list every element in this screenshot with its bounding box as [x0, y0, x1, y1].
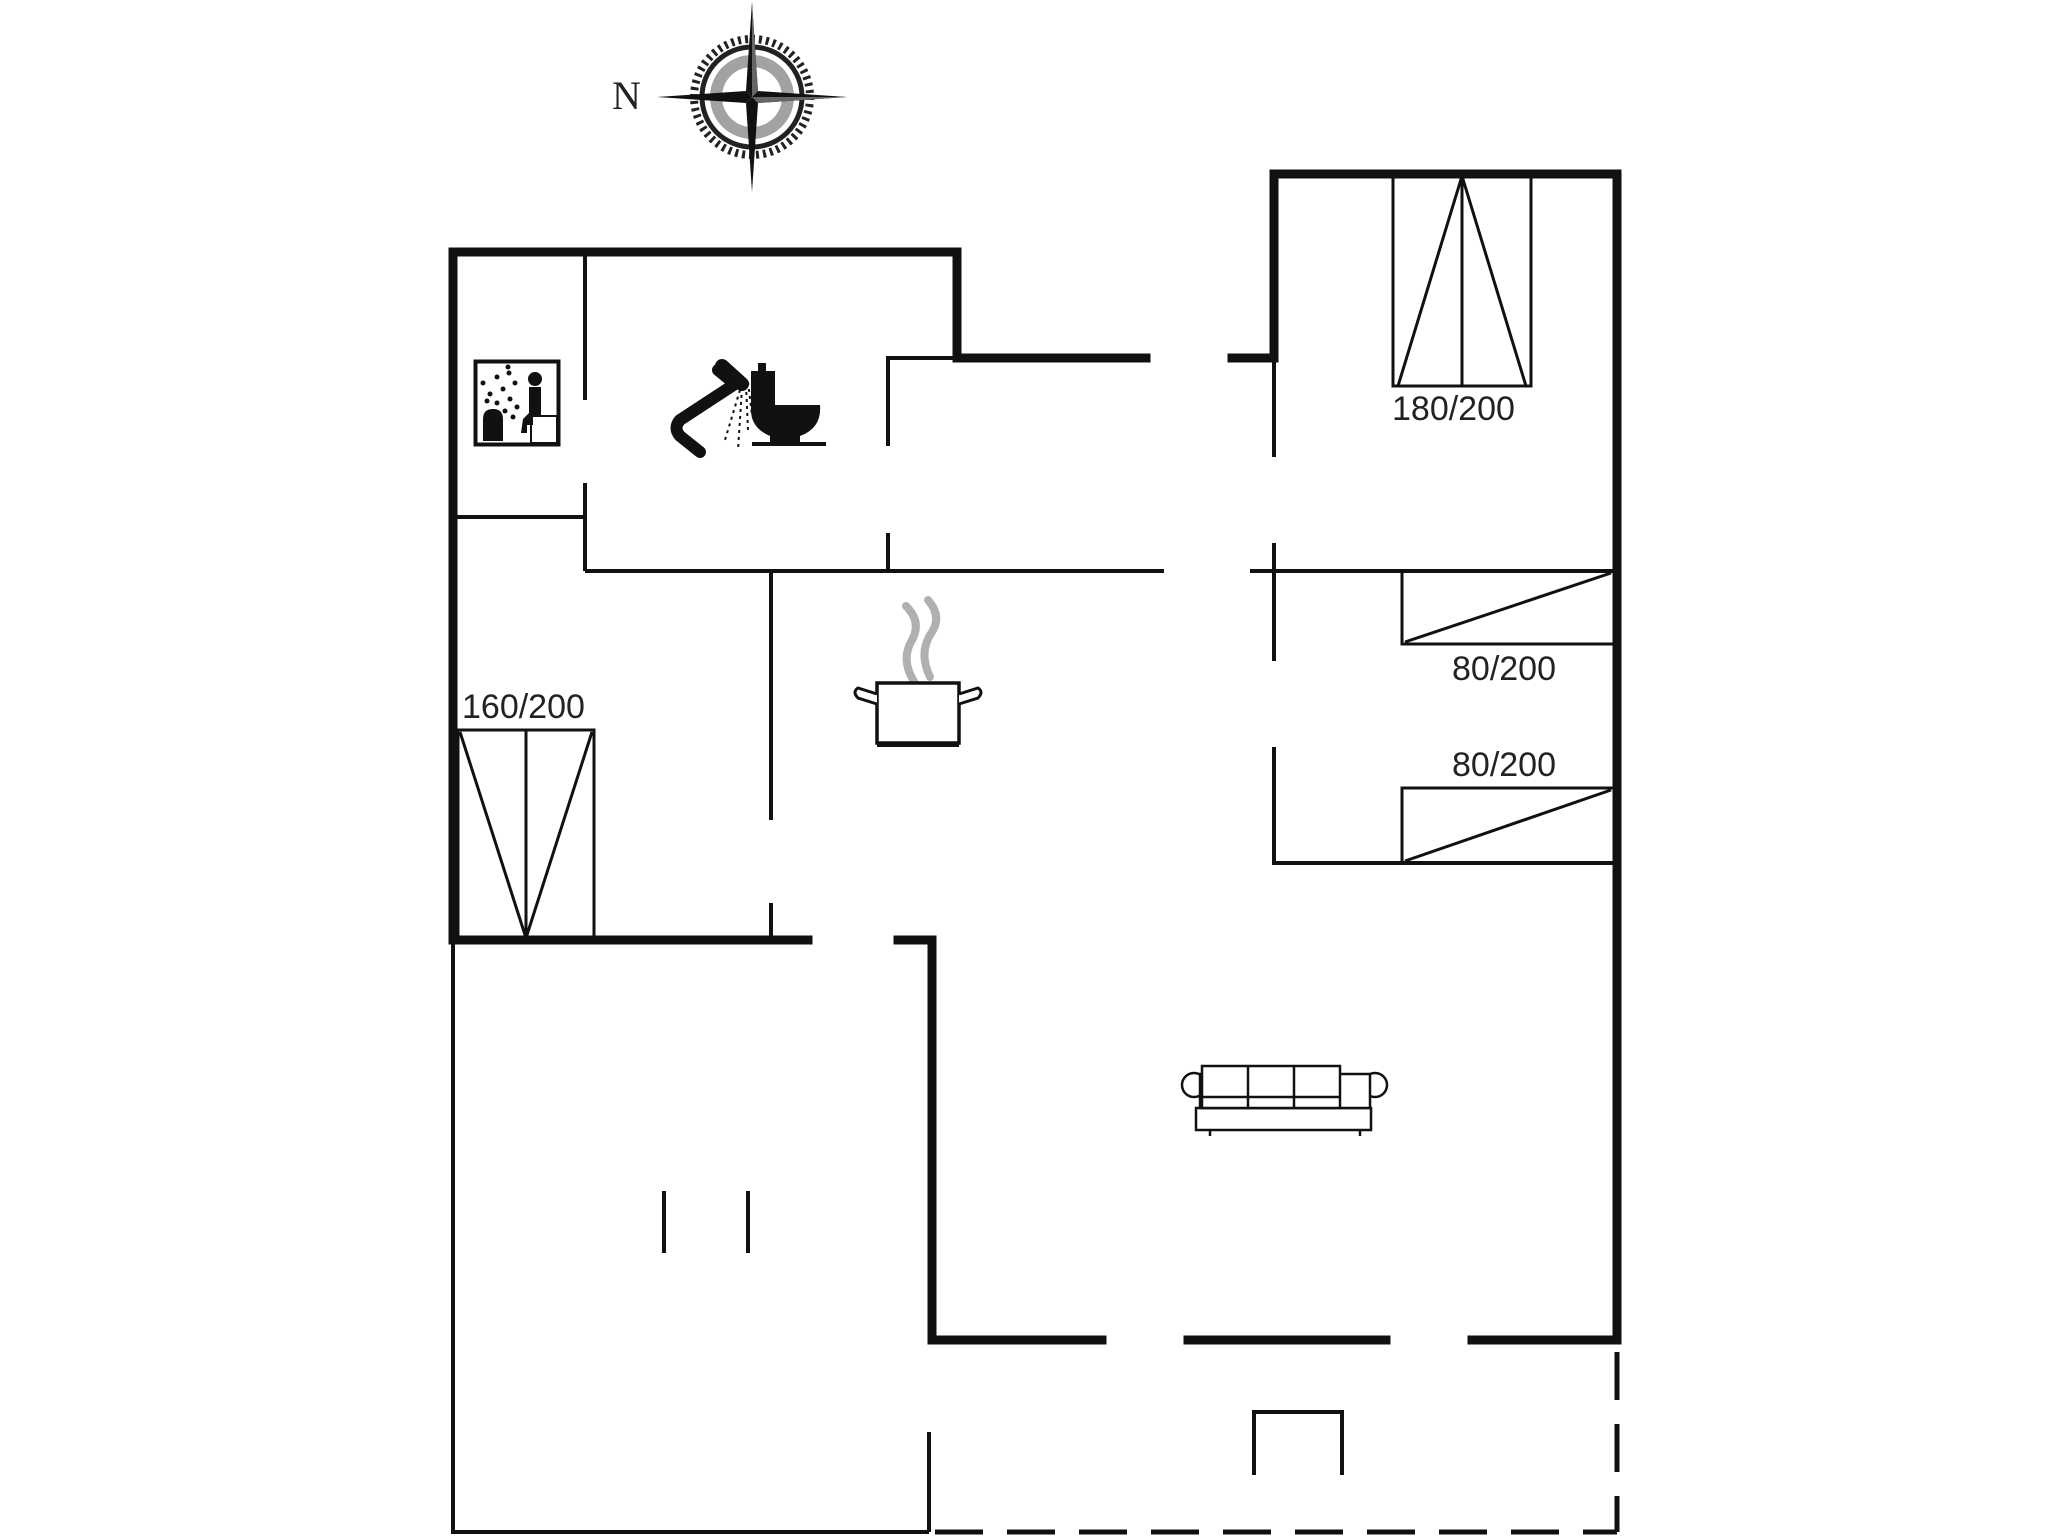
compass-rose-icon: [657, 2, 847, 192]
sofa-icon: [1180, 1064, 1389, 1136]
cooking-pot-icon: [853, 596, 983, 747]
bunk-bed-1: [1400, 571, 1613, 646]
bed-180: [1391, 172, 1533, 388]
exterior-walls: [448, 169, 1622, 1345]
north-label: N: [612, 73, 641, 118]
sauna-icon: [473, 359, 561, 447]
bed-160: [456, 728, 596, 942]
interior-walls: [451, 256, 1613, 1534]
terrace-fixture: [1252, 1410, 1344, 1475]
bed-label-bunk-2: 80/200: [1452, 746, 1556, 784]
bed-label-180: 180/200: [1392, 390, 1515, 428]
shower-icon: [670, 359, 753, 458]
terrace-outline: [935, 1352, 1620, 1535]
bunk-bed-2: [1400, 786, 1613, 863]
toilet-icon: [751, 363, 826, 446]
bed-label-160: 160/200: [462, 688, 585, 726]
bed-label-bunk-1: 80/200: [1452, 650, 1556, 688]
